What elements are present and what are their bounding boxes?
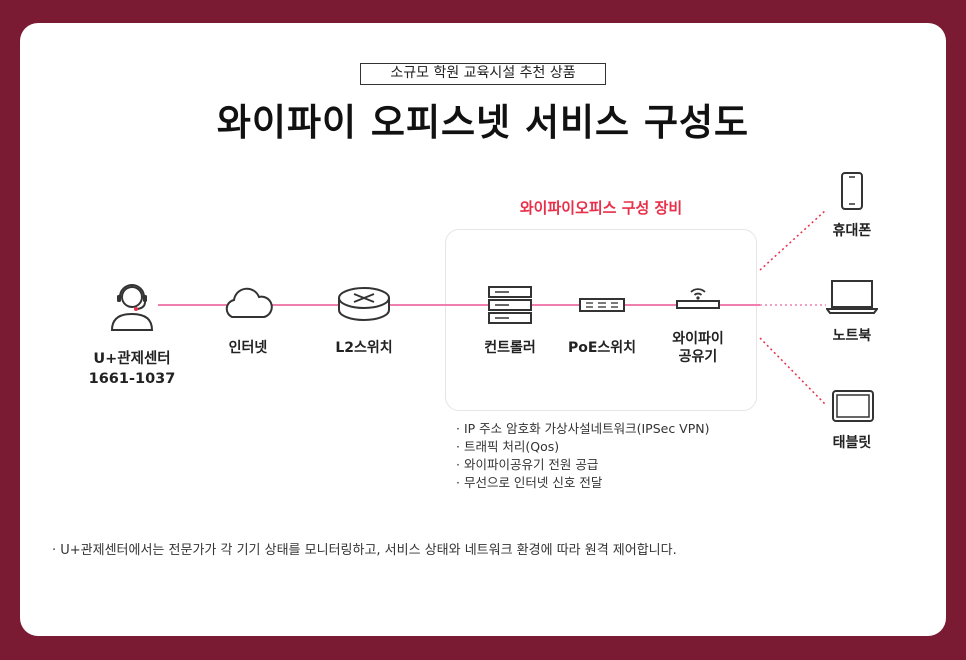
wireless-line-phone	[759, 209, 827, 271]
phone-label: 휴대폰	[832, 223, 872, 239]
note-item: · 무선으로 인터넷 신호 전달	[456, 475, 603, 490]
footnote: · U+관제센터에서는 전문가가 각 기기 상태를 모니터링하고, 서비스 상태…	[52, 543, 677, 558]
poe-label: PoE스위치	[567, 340, 637, 356]
switch-icon	[579, 298, 625, 312]
note-item: · 트래픽 처리(Qos)	[456, 439, 560, 454]
note-item: · 와이파이공유기 전원 공급	[456, 457, 599, 472]
server-icon	[488, 286, 532, 324]
operator-headset-icon	[110, 284, 154, 331]
internet-label: 인터넷	[228, 340, 268, 356]
content-card	[20, 23, 946, 636]
l2switch-label: L2스위치	[335, 340, 393, 356]
wireless-line-tablet	[759, 337, 827, 406]
tablet-icon	[832, 390, 874, 422]
ap-label-line1: 와이파이	[672, 331, 724, 347]
tablet-label: 태블릿	[832, 435, 872, 451]
smartphone-icon	[841, 172, 863, 210]
subtitle-badge: 소규모 학원 교육시설 추천 상품	[360, 63, 606, 85]
center-name: U+관제센터	[93, 351, 171, 367]
equipment-group-box	[445, 229, 757, 411]
note-item: · IP 주소 암호화 가상사설네트워크(IPSec VPN)	[456, 421, 710, 436]
equipment-notes: · IP 주소 암호화 가상사설네트워크(IPSec VPN) · 트래픽 처리…	[456, 420, 709, 492]
cloud-icon	[225, 287, 273, 318]
laptop-icon	[826, 280, 878, 314]
page-title: 와이파이 오피스넷 서비스 구성도	[216, 101, 750, 144]
router-icon	[338, 287, 390, 321]
laptop-label: 노트북	[832, 328, 872, 344]
wifi-ap-icon	[676, 288, 720, 309]
ap-label-line2: 공유기	[678, 349, 718, 365]
controller-label: 컨트롤러	[484, 340, 536, 356]
equipment-group-title: 와이파이오피스 구성 장비	[519, 199, 683, 217]
center-phone: 1661-1037	[88, 371, 176, 387]
